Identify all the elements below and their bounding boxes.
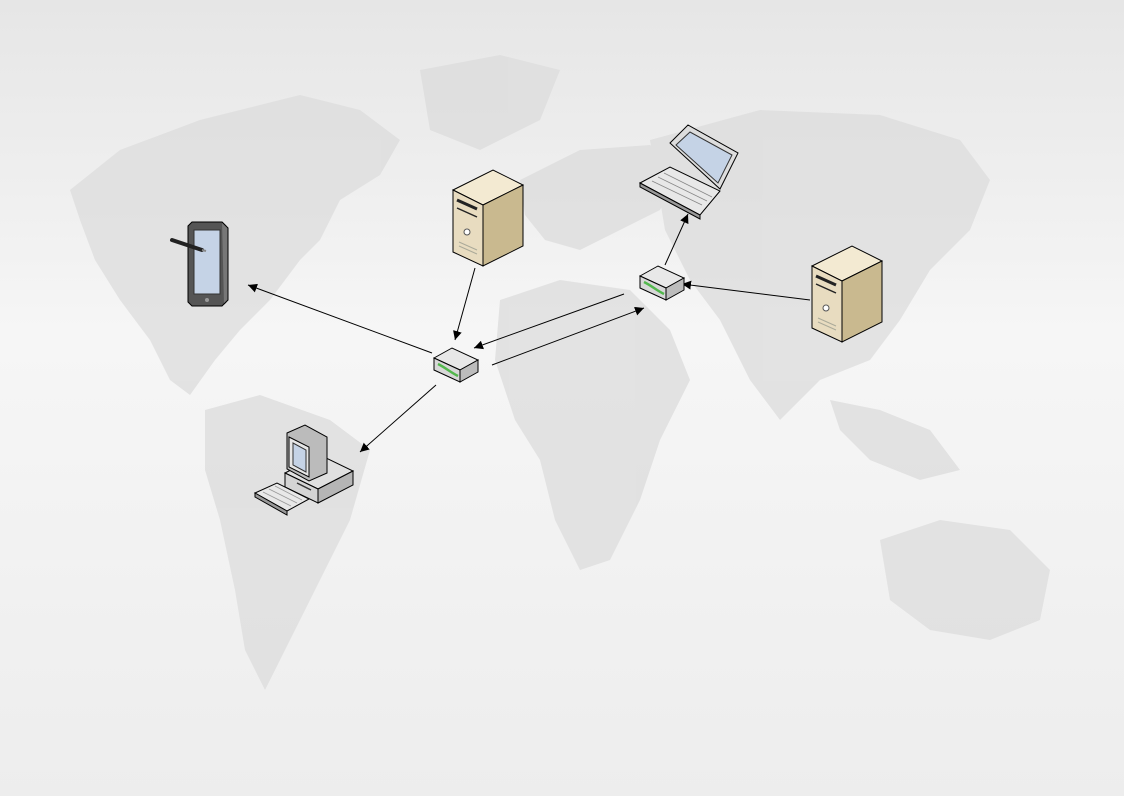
world-map-background bbox=[70, 55, 1050, 690]
connector-router-center-to-pc bbox=[359, 384, 437, 453]
europe-shape bbox=[520, 145, 680, 250]
connector-router-center-to-tablet bbox=[247, 283, 433, 354]
connector-router-center-to-router-right bbox=[491, 306, 645, 366]
connector-router-right-to-laptop bbox=[664, 213, 689, 266]
connector-server-right-to-router-right bbox=[681, 280, 811, 301]
connections-layer bbox=[247, 213, 811, 453]
australia-shape bbox=[880, 520, 1050, 640]
greenland-shape bbox=[420, 55, 560, 150]
africa-shape bbox=[495, 280, 690, 570]
laptop-icon[interactable] bbox=[638, 124, 739, 220]
router-icon[interactable] bbox=[638, 265, 686, 301]
south-east-asia-shape bbox=[830, 400, 960, 480]
connector-router-right-to-router-center bbox=[473, 293, 625, 350]
server-tower-icon[interactable] bbox=[810, 245, 884, 343]
tablet-icon[interactable] bbox=[170, 221, 229, 307]
connector-server-center-to-router-center bbox=[453, 267, 476, 341]
router-icon[interactable] bbox=[432, 347, 480, 383]
north-america-shape bbox=[70, 95, 400, 395]
desktop-computer-icon[interactable] bbox=[253, 424, 355, 516]
server-tower-icon[interactable] bbox=[451, 169, 525, 267]
